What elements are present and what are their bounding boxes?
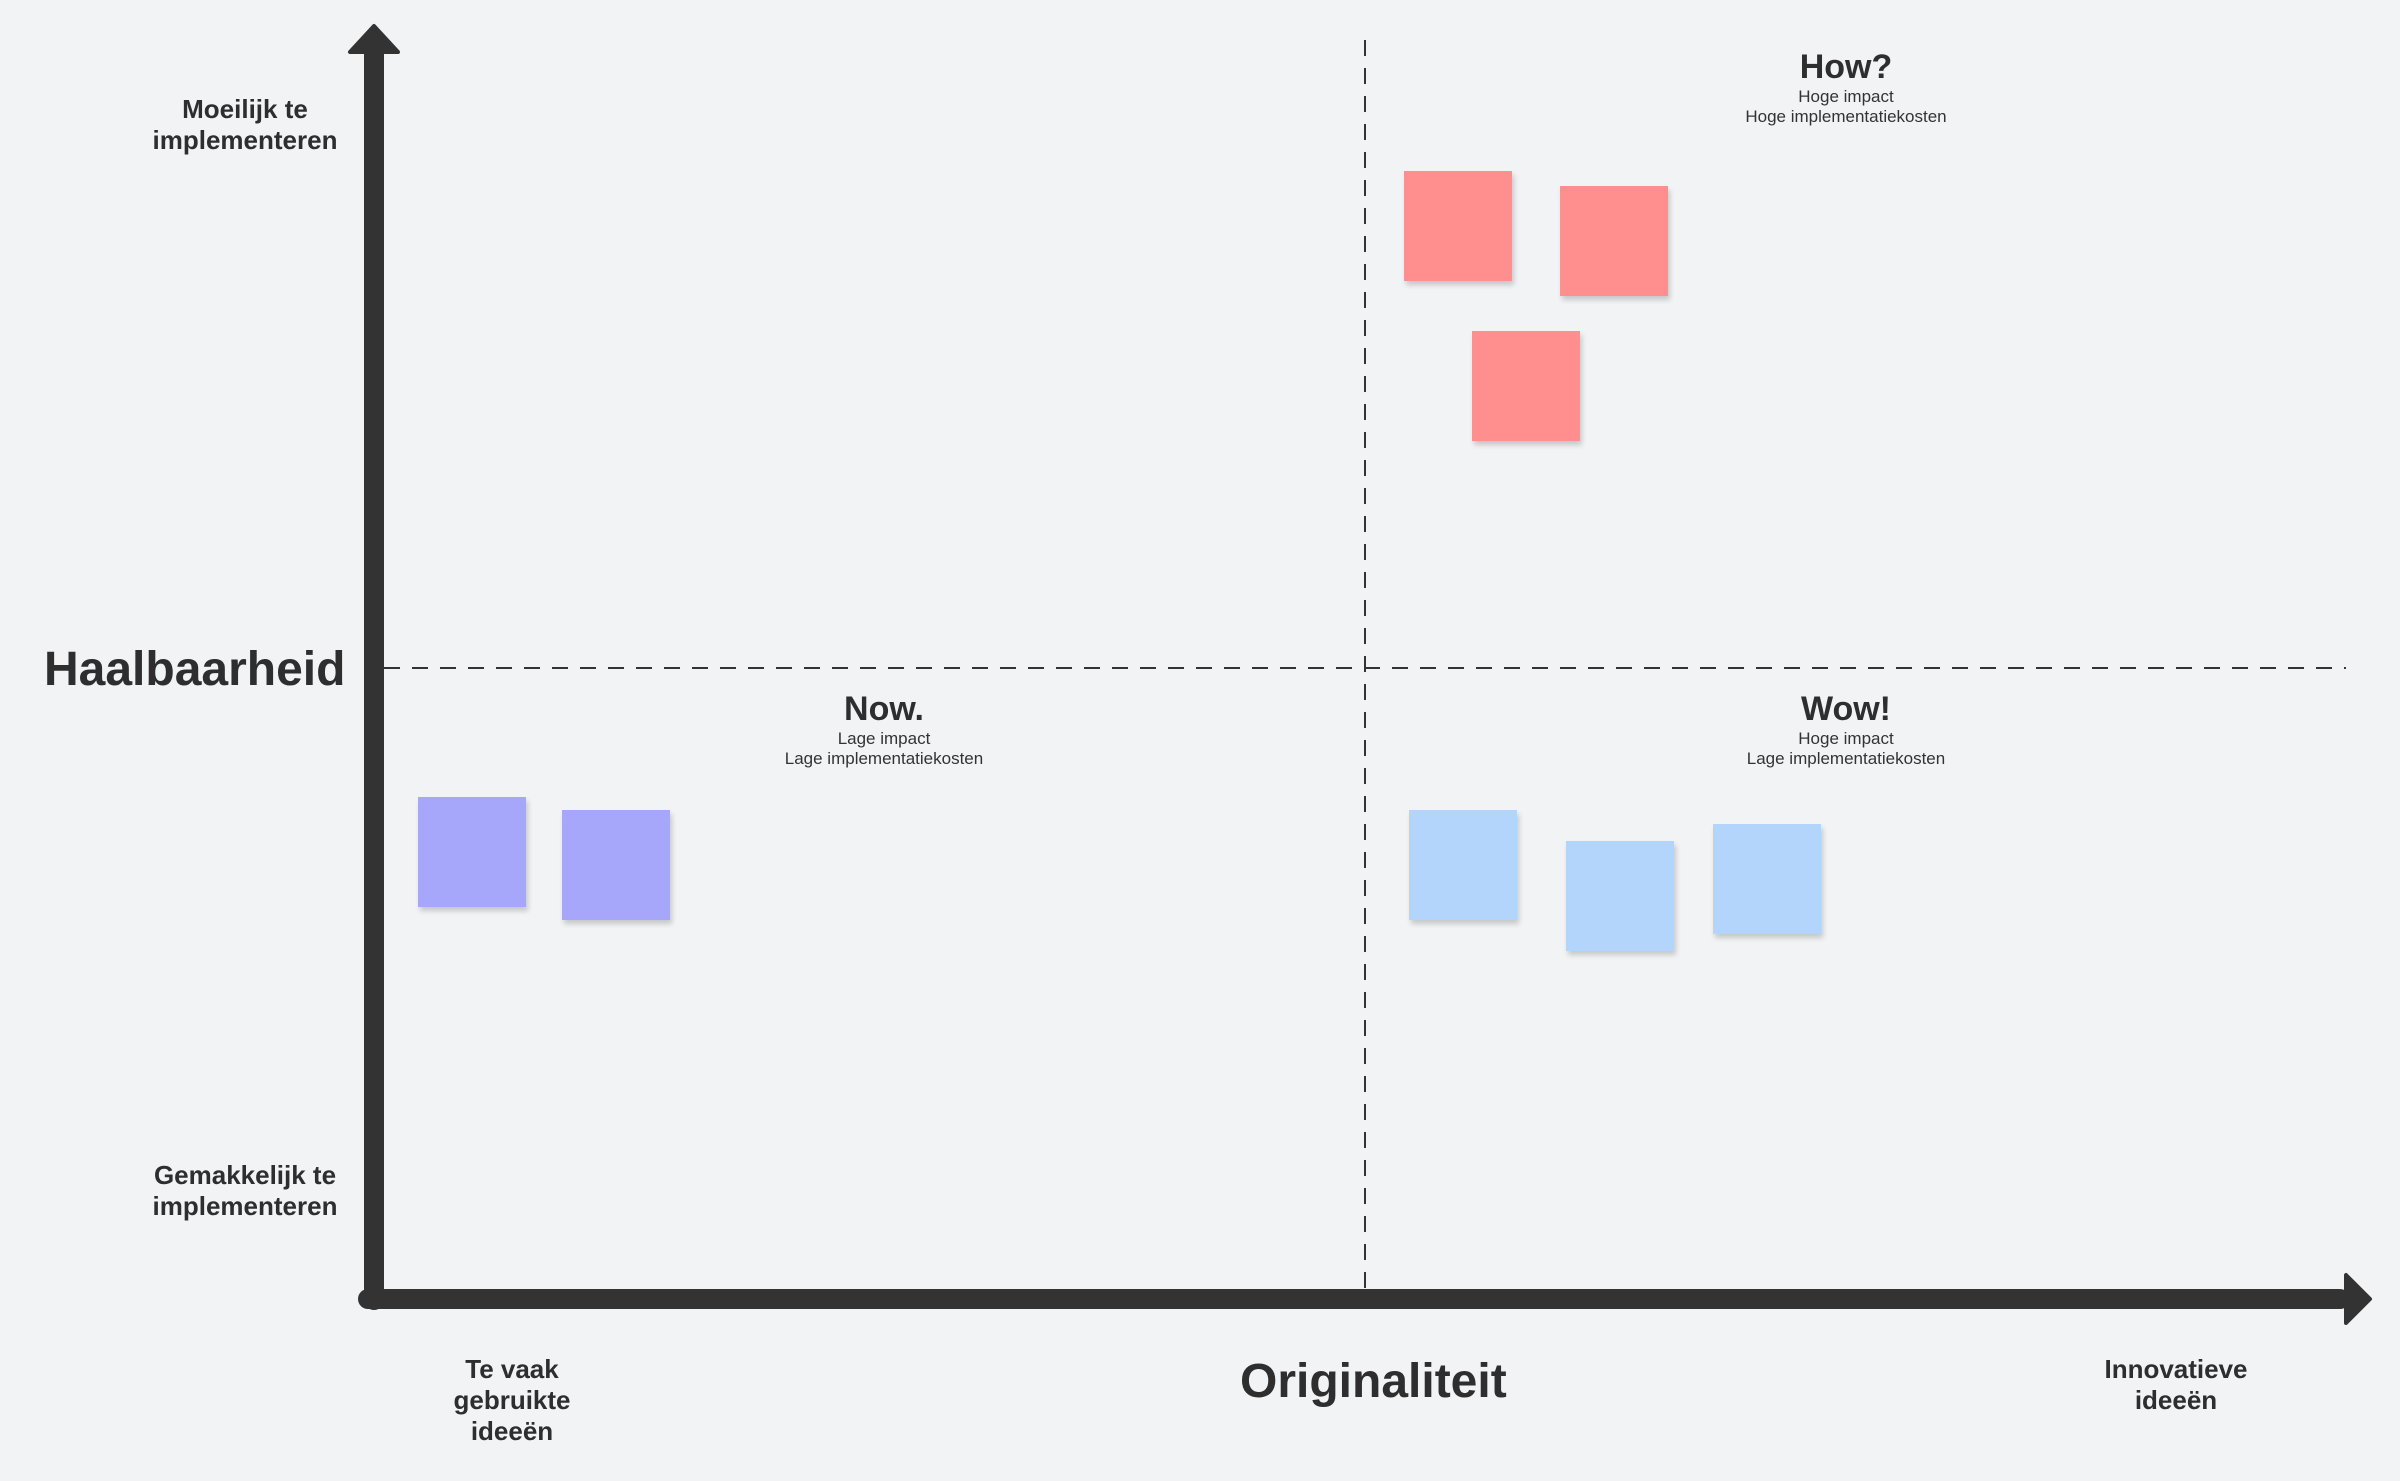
quadrant-now-line2: Lage implementatiekosten bbox=[784, 749, 984, 768]
quadrant-how-header: How? Hoge impact Hoge implementatiekoste… bbox=[1696, 48, 1996, 127]
quadrant-how-title: How? bbox=[1799, 48, 1893, 86]
sticky-note[interactable] bbox=[1472, 331, 1580, 441]
sticky-note[interactable] bbox=[1409, 810, 1517, 920]
quadrant-wow-line1: Hoge impact bbox=[1798, 729, 1894, 748]
y-axis-bottom-label: Gemakkelijk te implementeren bbox=[152, 1160, 338, 1221]
x-axis-right-label: Innovatieve ideeën bbox=[2104, 1354, 2248, 1415]
quadrant-wow-header: Wow! Hoge impact Lage implementatiekoste… bbox=[1696, 690, 1996, 769]
sticky-note[interactable] bbox=[418, 797, 526, 907]
sticky-note[interactable] bbox=[1566, 841, 1674, 951]
sticky-note[interactable] bbox=[1404, 171, 1512, 281]
quadrant-how-line1: Hoge impact bbox=[1798, 87, 1894, 106]
y-axis-top-label: Moeilijk te implementeren bbox=[152, 94, 338, 155]
y-axis-title: Haalbaarheid bbox=[44, 643, 346, 696]
x-axis-title: Originaliteit bbox=[1240, 1355, 1507, 1408]
sticky-note[interactable] bbox=[562, 810, 670, 920]
x-axis-left-label: Te vaak gebruikte ideeën bbox=[453, 1354, 571, 1446]
quadrant-how-line2: Hoge implementatiekosten bbox=[1745, 107, 1947, 126]
quadrant-wow-title: Wow! bbox=[1800, 690, 1891, 728]
quadrant-now-title: Now. bbox=[844, 690, 924, 728]
sticky-note[interactable] bbox=[1713, 824, 1821, 934]
quadrant-wow-line2: Lage implementatiekosten bbox=[1746, 749, 1946, 768]
x-axis-arrowhead bbox=[2344, 1273, 2372, 1325]
quadrant-now-header: Now. Lage impact Lage implementatiekoste… bbox=[734, 690, 1034, 769]
y-axis-arrowhead bbox=[348, 24, 400, 54]
sticky-note[interactable] bbox=[1560, 186, 1668, 296]
quadrant-now-line1: Lage impact bbox=[837, 729, 931, 748]
